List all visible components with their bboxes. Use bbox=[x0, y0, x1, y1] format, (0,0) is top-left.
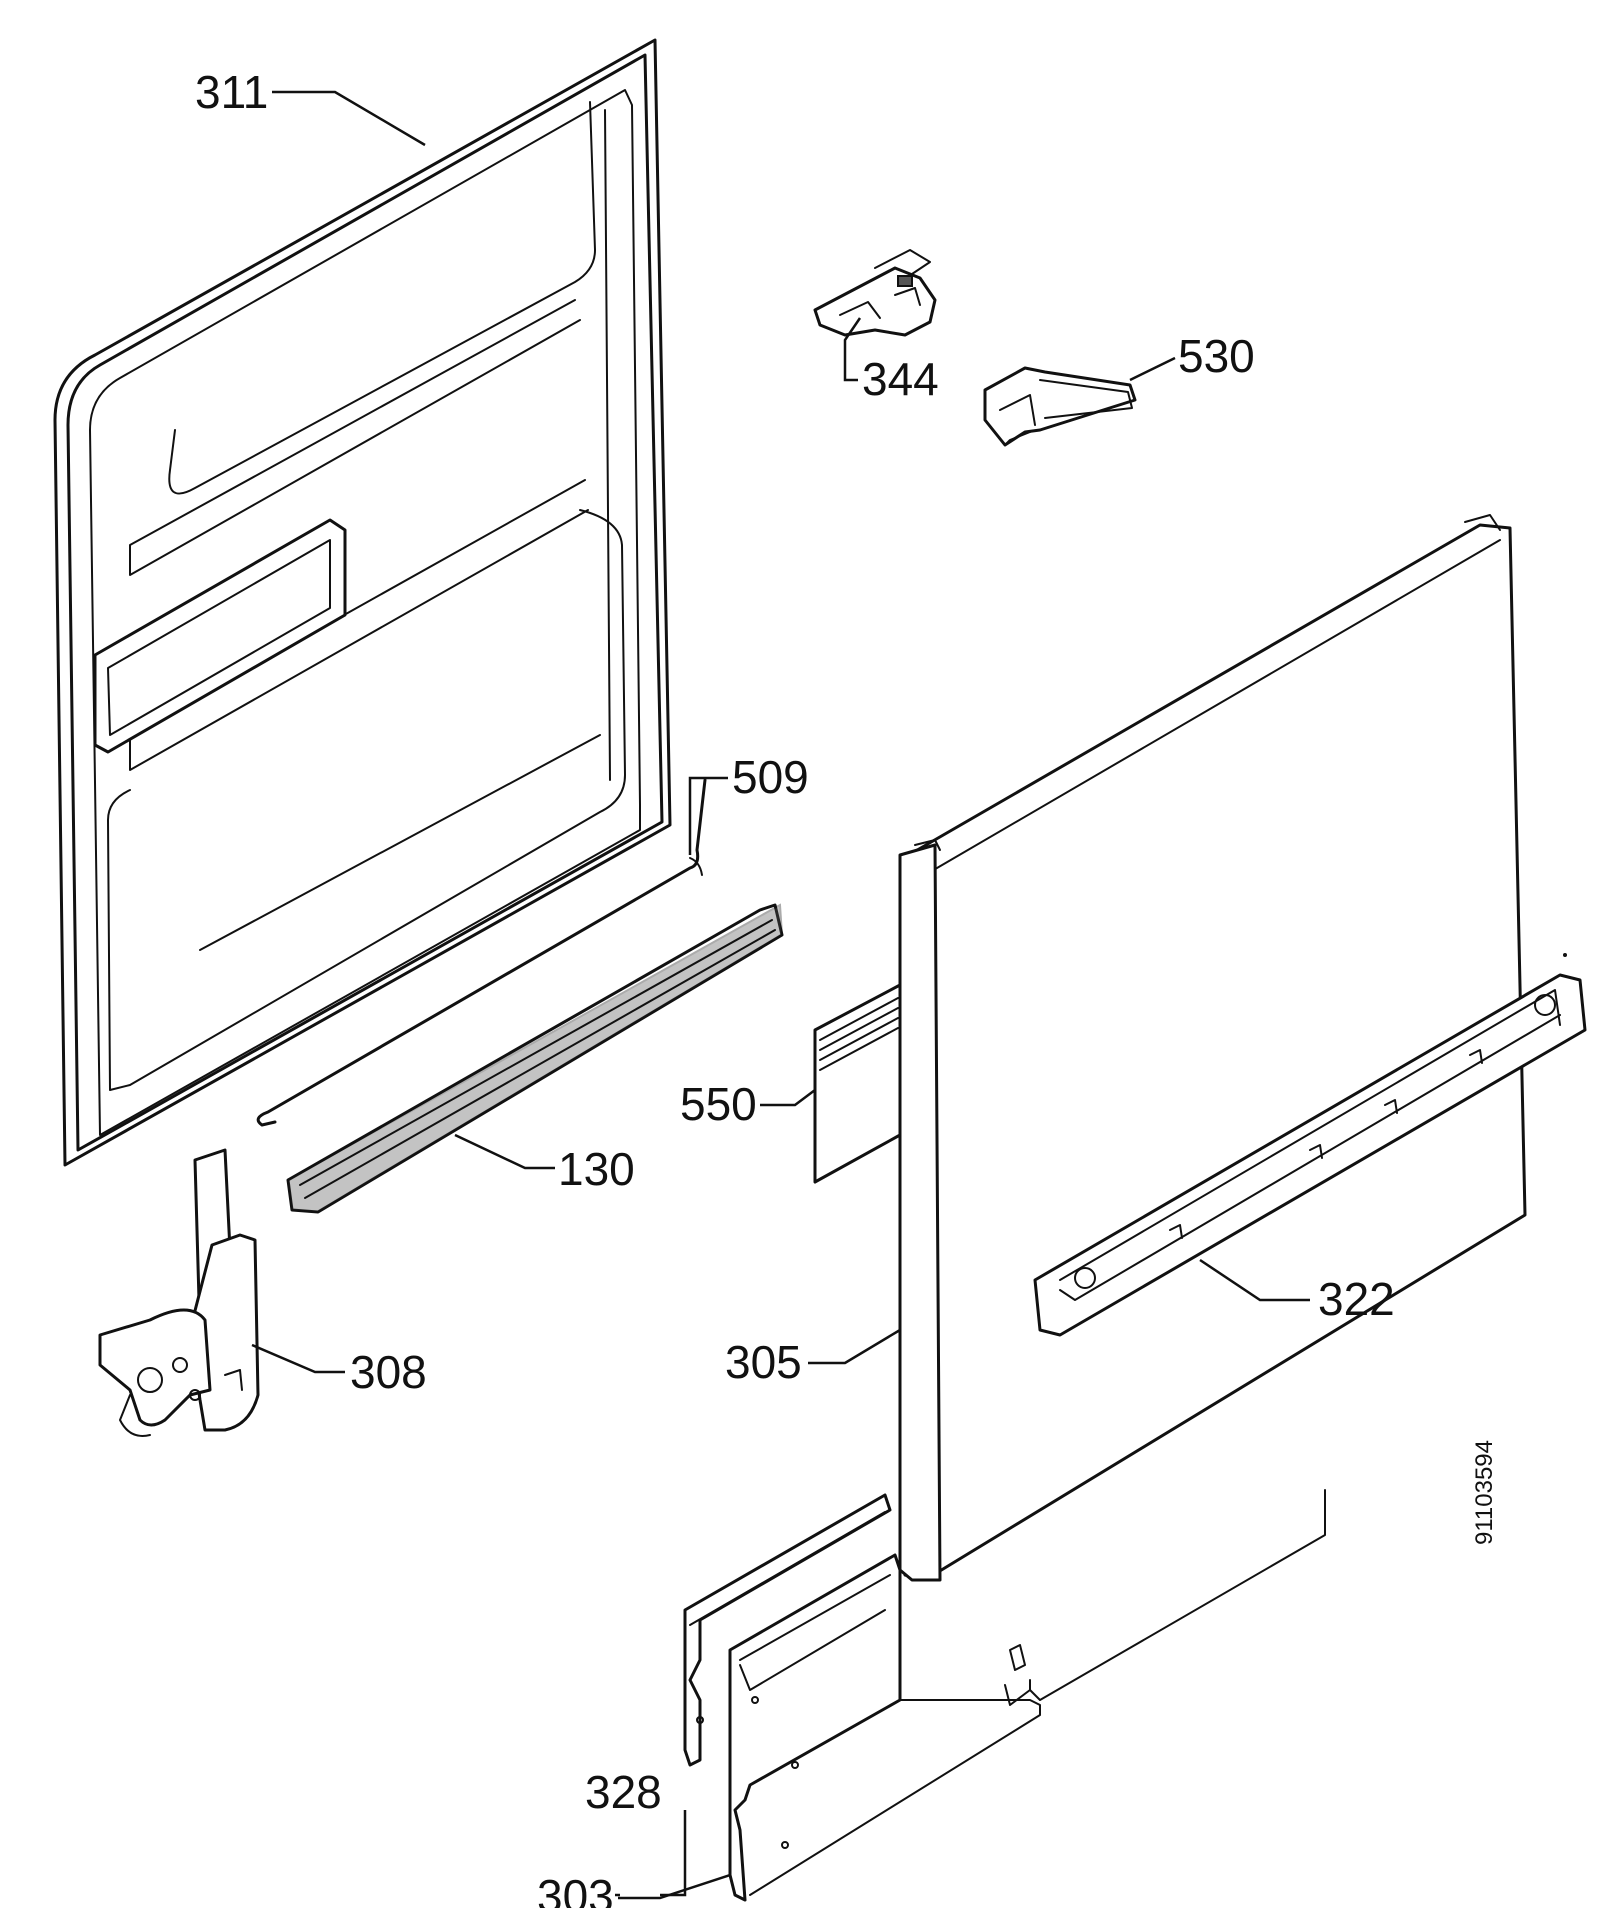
door-rail bbox=[1033, 973, 1587, 1337]
callout-530: 530 bbox=[1178, 330, 1255, 382]
lower-bracket bbox=[683, 1493, 892, 1767]
insulation-pad bbox=[813, 983, 902, 1184]
callout-130: 130 bbox=[558, 1143, 635, 1195]
inner-door-panel bbox=[53, 38, 672, 1167]
stray-dot bbox=[1563, 953, 1567, 957]
callout-509: 509 bbox=[732, 751, 809, 803]
door-latch bbox=[813, 249, 937, 337]
callout-311: 311 bbox=[195, 66, 268, 118]
callout-303: 303 bbox=[537, 1870, 614, 1908]
hinge bbox=[98, 1148, 260, 1437]
document-number: 91103594 bbox=[1471, 1440, 1498, 1545]
callout-322: 322 bbox=[1318, 1273, 1395, 1325]
leader-lines bbox=[251, 90, 1310, 1900]
callout-labels: 311 344 530 509 550 130 322 308 305 328 … bbox=[195, 66, 1395, 1908]
seal-strip bbox=[286, 903, 784, 1214]
callout-550: 550 bbox=[680, 1078, 757, 1130]
callout-328: 328 bbox=[585, 1766, 662, 1818]
wire-rod bbox=[256, 778, 707, 1127]
callout-344: 344 bbox=[862, 353, 939, 405]
kick-plate bbox=[728, 1553, 1041, 1902]
door-handle bbox=[983, 366, 1137, 447]
callout-308: 308 bbox=[350, 1346, 427, 1398]
callout-305: 305 bbox=[725, 1336, 802, 1388]
